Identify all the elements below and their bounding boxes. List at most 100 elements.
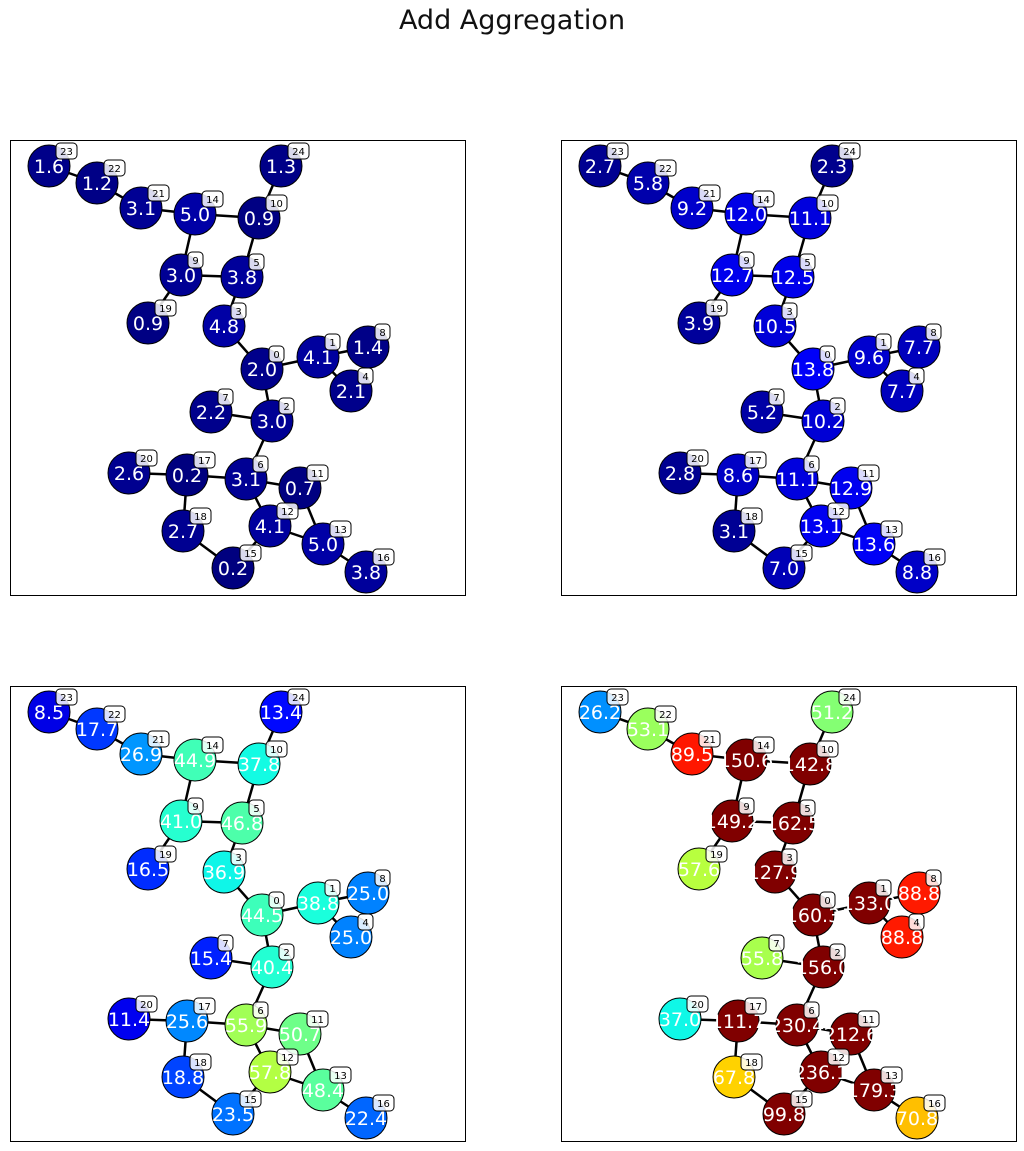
node-20-badge xyxy=(686,995,709,1013)
node-23-value: 8.5 xyxy=(34,702,64,724)
node-17-id-label: 17 xyxy=(749,1002,762,1013)
node-24-value: 1.3 xyxy=(266,156,296,178)
node-16-badge xyxy=(372,1094,395,1112)
node-14-badge xyxy=(201,190,224,208)
node-14-badge xyxy=(752,190,775,208)
node-18-value: 18.8 xyxy=(162,1067,204,1089)
node-2-badge xyxy=(278,943,295,961)
node-19-id-label: 19 xyxy=(159,304,172,315)
node-12-badge xyxy=(276,1048,299,1066)
node-20-id-label: 20 xyxy=(140,1000,153,1011)
node-14-id-label: 14 xyxy=(206,195,219,206)
node-2-value: 40.4 xyxy=(251,957,293,979)
node-19-badge xyxy=(154,299,177,317)
node-10-id-label: 10 xyxy=(821,199,834,210)
node-22-id-label: 22 xyxy=(659,164,672,175)
node-11-id-label: 11 xyxy=(862,469,875,480)
node-16-id-label: 16 xyxy=(377,1099,390,1110)
node-24-badge xyxy=(838,142,861,160)
node-8-value: 7.7 xyxy=(904,337,934,359)
node-8-id-label: 8 xyxy=(930,328,936,339)
node-13-id-label: 13 xyxy=(885,525,898,536)
node-6-value: 11.1 xyxy=(776,469,818,491)
node-0-id-label: 0 xyxy=(824,350,830,361)
node-21-id-label: 21 xyxy=(703,189,716,200)
graph-top-left: 2.04.13.04.82.13.83.12.21.43.00.90.74.15… xyxy=(27,142,395,594)
node-13-badge xyxy=(329,520,352,538)
node-4-id-label: 4 xyxy=(362,372,368,383)
node-19-value: 16.5 xyxy=(127,859,169,881)
node-3-value: 36.9 xyxy=(203,862,245,884)
node-24-value: 2.3 xyxy=(817,156,847,178)
figure-title: Add Aggregation xyxy=(398,5,626,36)
node-24-value: 13.4 xyxy=(260,702,302,724)
node-12-value: 57.8 xyxy=(249,1062,291,1084)
node-3-id-label: 3 xyxy=(786,307,792,318)
node-9-id-label: 9 xyxy=(192,802,198,813)
node-17-badge xyxy=(193,997,216,1015)
node-5-value: 3.8 xyxy=(227,267,257,289)
node-16-value: 22.4 xyxy=(345,1108,387,1130)
node-23-badge xyxy=(55,142,78,160)
node-0-value: 44.5 xyxy=(241,905,283,927)
node-18-id-label: 18 xyxy=(194,512,207,523)
node-19-value: 57.6 xyxy=(678,859,720,881)
node-19-badge xyxy=(154,845,177,863)
node-3-value: 10.5 xyxy=(754,316,796,338)
node-6-id-label: 6 xyxy=(808,460,814,471)
node-10-value: 11.1 xyxy=(789,208,831,230)
node-6-id-label: 6 xyxy=(808,1006,814,1017)
node-23-value: 1.6 xyxy=(34,156,64,178)
node-21-badge xyxy=(698,184,721,202)
node-21-value: 3.1 xyxy=(126,198,156,220)
node-9-value: 12.7 xyxy=(711,265,753,287)
node-24-badge xyxy=(287,142,310,160)
node-9-badge xyxy=(187,251,204,269)
node-16-badge xyxy=(372,548,395,566)
node-14-id-label: 14 xyxy=(206,741,219,752)
node-7-badge xyxy=(768,934,785,952)
node-18-badge xyxy=(740,507,763,525)
node-14-badge xyxy=(752,736,775,754)
node-20-value: 11.4 xyxy=(108,1009,150,1031)
node-5-badge xyxy=(248,253,265,271)
node-17-id-label: 17 xyxy=(198,1002,211,1013)
node-14-value: 150.6 xyxy=(719,750,773,772)
node-24-value: 51.2 xyxy=(811,702,853,724)
node-13-value: 5.0 xyxy=(308,534,338,556)
node-6-value: 55.9 xyxy=(225,1015,267,1037)
node-20-value: 2.8 xyxy=(665,463,695,485)
graph-top-right: 13.89.610.210.57.712.511.15.27.712.711.1… xyxy=(578,142,946,594)
node-12-id-label: 12 xyxy=(281,1053,294,1064)
node-3-value: 127.9 xyxy=(748,862,802,884)
node-5-value: 12.5 xyxy=(772,267,814,289)
node-13-value: 13.6 xyxy=(853,534,895,556)
node-23-id-label: 23 xyxy=(611,147,624,158)
node-4-value: 88.8 xyxy=(881,927,923,949)
node-0-badge xyxy=(819,345,836,363)
node-24-id-label: 24 xyxy=(292,147,305,158)
node-19-id-label: 19 xyxy=(710,850,723,861)
node-9-value: 149.2 xyxy=(705,811,759,833)
node-16-id-label: 16 xyxy=(928,553,941,564)
node-10-value: 142.8 xyxy=(783,754,837,776)
node-2-id-label: 2 xyxy=(834,948,840,959)
node-12-value: 236.1 xyxy=(794,1062,848,1084)
node-4-value: 7.7 xyxy=(887,381,917,403)
node-21-badge xyxy=(698,730,721,748)
node-4-badge xyxy=(908,913,925,931)
node-18-value: 3.1 xyxy=(719,521,749,543)
node-11-badge xyxy=(306,464,329,482)
node-10-id-label: 10 xyxy=(270,745,283,756)
node-19-badge xyxy=(705,845,728,863)
node-3-id-label: 3 xyxy=(786,853,792,864)
node-20-value: 2.6 xyxy=(114,463,144,485)
node-2-id-label: 2 xyxy=(834,402,840,413)
node-0-id-label: 0 xyxy=(824,896,830,907)
node-21-value: 9.2 xyxy=(677,198,707,220)
node-22-badge xyxy=(654,159,677,177)
node-1-badge xyxy=(324,333,341,351)
node-11-id-label: 11 xyxy=(862,1015,875,1026)
node-9-id-label: 9 xyxy=(743,802,749,813)
